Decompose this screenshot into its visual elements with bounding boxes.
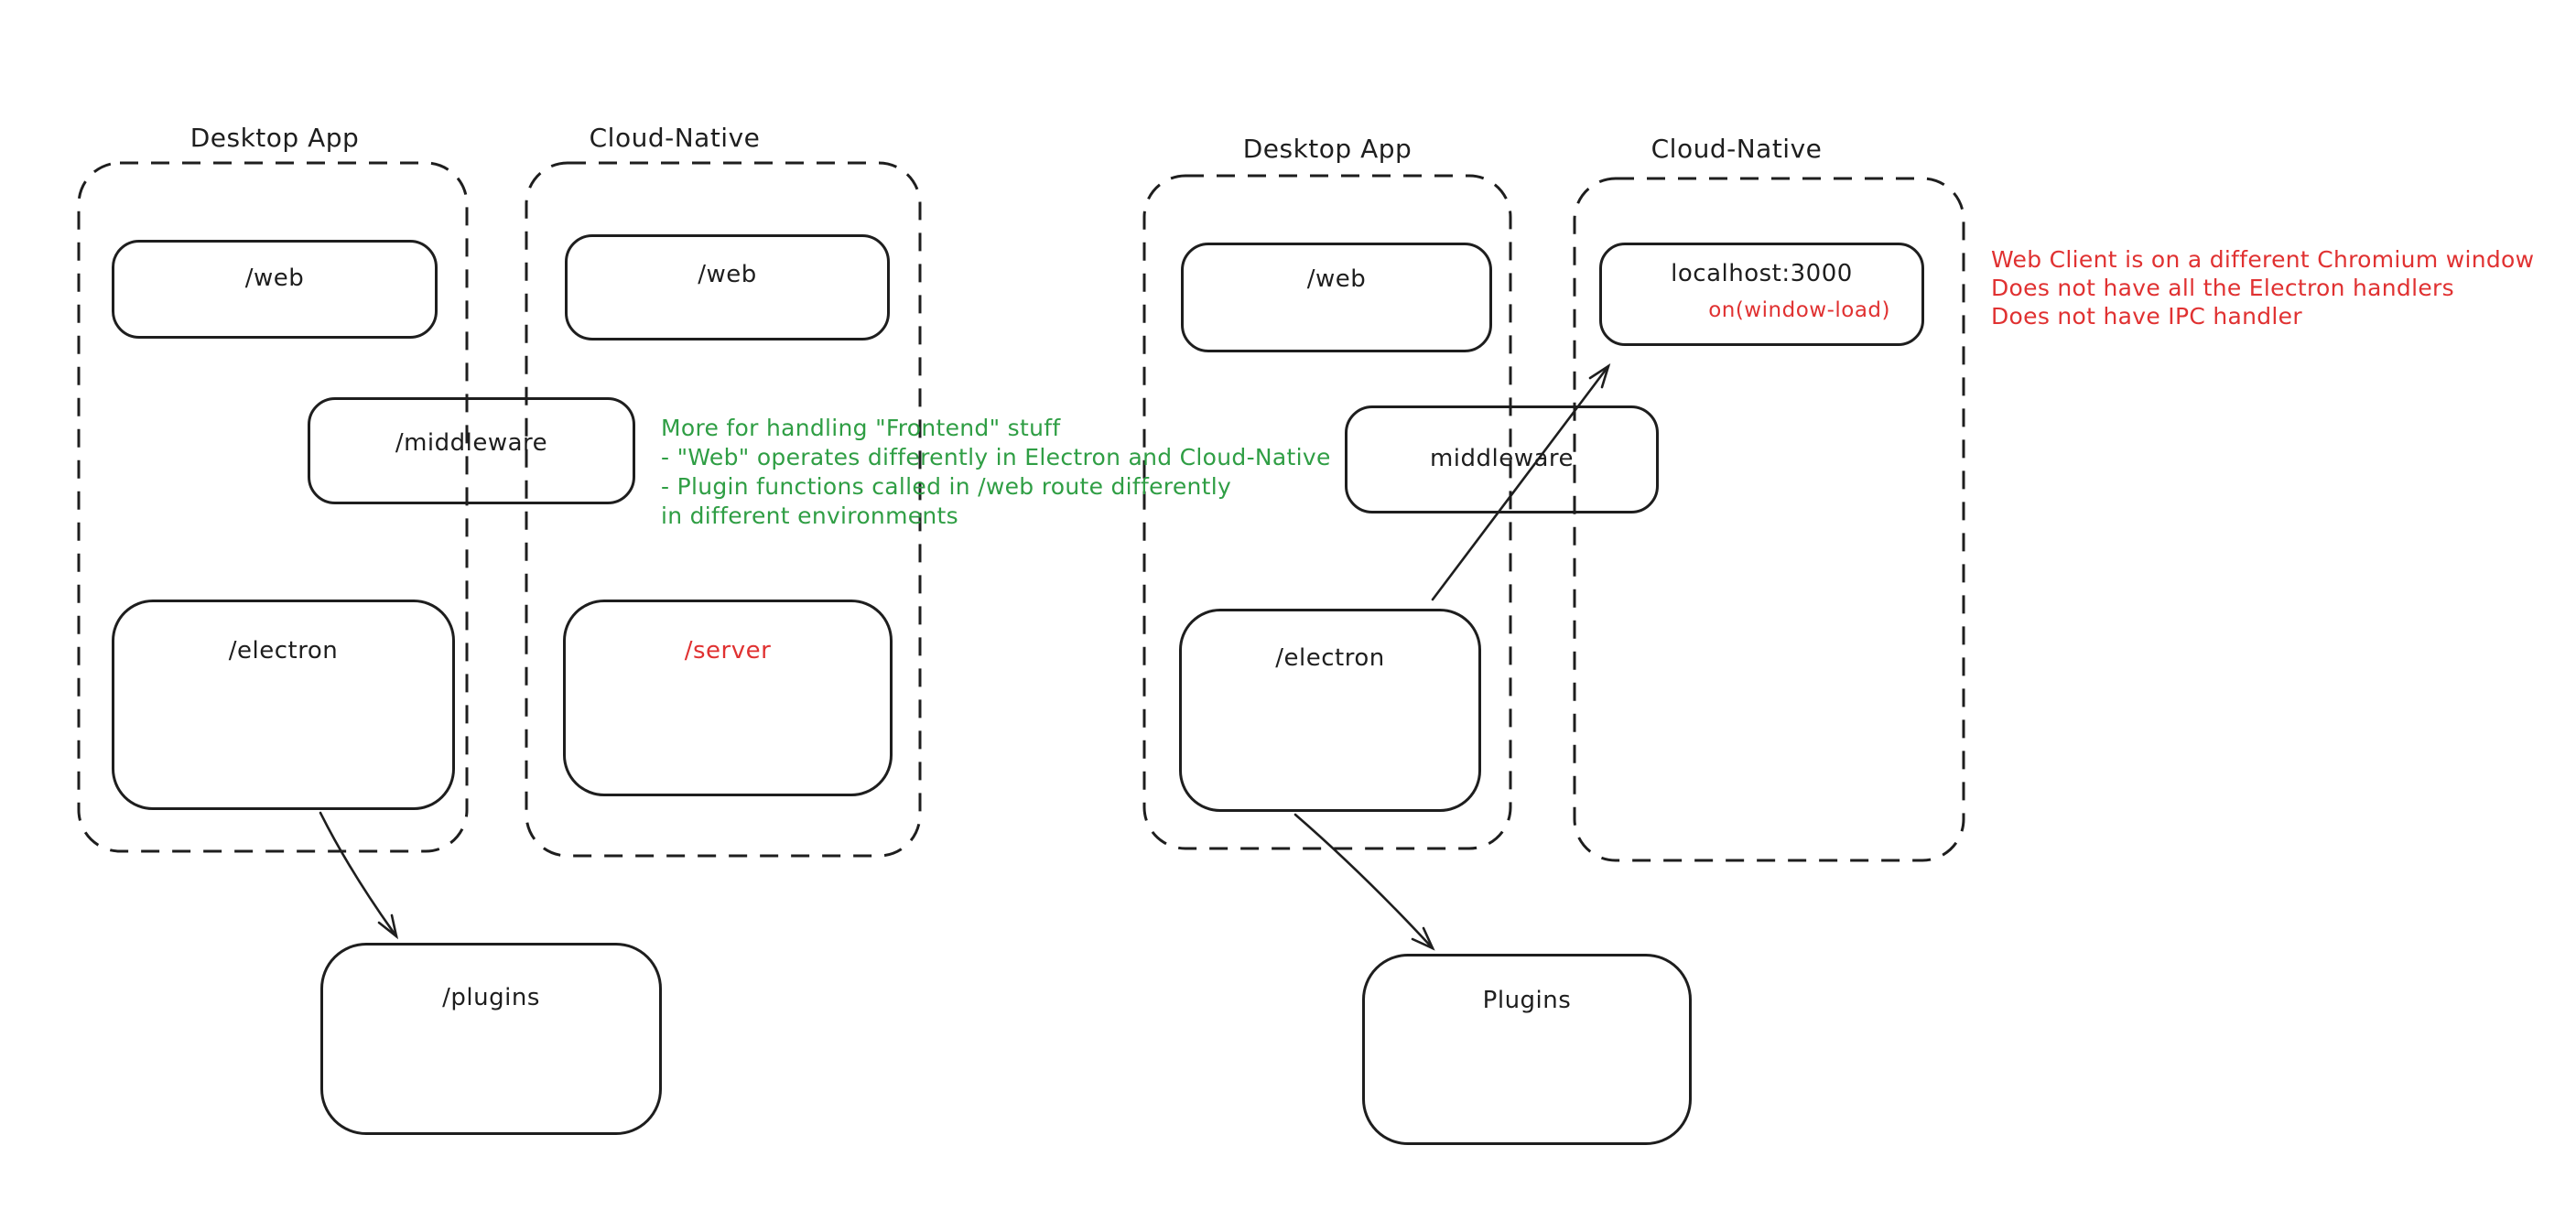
red-note-line-1: Web Client is on a different Chromium wi… xyxy=(1991,246,2535,273)
right-electron-to-localhost-arrow[interactable] xyxy=(1431,362,1611,601)
green-note-line-4: in different environments xyxy=(661,503,958,529)
left-desktop-app-label[interactable]: Desktop App xyxy=(189,123,360,153)
red-note[interactable]: Web Client is on a different Chromium wi… xyxy=(1991,245,2534,330)
right-localhost-label: localhost:3000 xyxy=(1671,260,1853,287)
right-desktop-app-label[interactable]: Desktop App xyxy=(1242,134,1412,164)
right-plugins-label: Plugins xyxy=(1482,987,1572,1014)
right-on-window-load-label: on(window-load) xyxy=(1708,298,1890,322)
green-note-line-1: More for handling "Frontend" stuff xyxy=(661,415,1061,441)
left-plugins-label: /plugins xyxy=(442,984,540,1011)
right-electron-to-plugins-arrow[interactable] xyxy=(1293,813,1435,951)
right-desktop-electron-label: /electron xyxy=(1275,644,1385,672)
right-cloud-native-label[interactable]: Cloud-Native xyxy=(1651,134,1823,164)
left-cloud-native-container[interactable] xyxy=(525,161,922,858)
left-middleware-box[interactable]: /middleware xyxy=(308,397,635,504)
left-desktop-web-box[interactable]: /web xyxy=(112,240,438,339)
right-desktop-web-box[interactable]: /web xyxy=(1181,243,1492,352)
left-middleware-label: /middleware xyxy=(395,429,548,457)
left-desktop-electron-box[interactable]: /electron xyxy=(112,600,455,810)
right-desktop-electron-box[interactable]: /electron xyxy=(1179,609,1481,812)
red-note-line-2: Does not have all the Electron handlers xyxy=(1991,275,2454,301)
left-cloud-server-box[interactable]: /server xyxy=(563,600,893,796)
left-cloud-native-label[interactable]: Cloud-Native xyxy=(589,123,761,153)
right-middleware-box[interactable]: middleware xyxy=(1345,405,1659,513)
red-note-line-3: Does not have IPC handler xyxy=(1991,303,2302,330)
right-localhost-box[interactable]: localhost:3000 on(window-load) xyxy=(1599,243,1924,346)
left-cloud-server-label: /server xyxy=(684,637,772,665)
right-middleware-label: middleware xyxy=(1429,445,1575,472)
left-plugins-box[interactable]: /plugins xyxy=(320,943,662,1135)
green-note[interactable]: More for handling "Frontend" stuff - "We… xyxy=(661,414,1331,531)
right-desktop-web-label: /web xyxy=(1306,265,1367,293)
left-cloud-web-box[interactable]: /web xyxy=(565,234,890,340)
left-desktop-electron-label: /electron xyxy=(228,637,339,665)
right-plugins-box[interactable]: Plugins xyxy=(1362,954,1692,1145)
right-desktop-app-container[interactable] xyxy=(1142,174,1512,850)
left-desktop-app-container[interactable] xyxy=(77,161,469,853)
left-electron-to-plugins-arrow[interactable] xyxy=(319,811,399,940)
left-cloud-web-label: /web xyxy=(698,261,757,288)
green-note-line-3: - Plugin functions called in /web route … xyxy=(661,473,1232,500)
green-note-line-2: - "Web" operates differently in Electron… xyxy=(661,444,1331,470)
left-desktop-web-label: /web xyxy=(244,265,305,292)
right-cloud-native-container[interactable] xyxy=(1573,177,1965,862)
